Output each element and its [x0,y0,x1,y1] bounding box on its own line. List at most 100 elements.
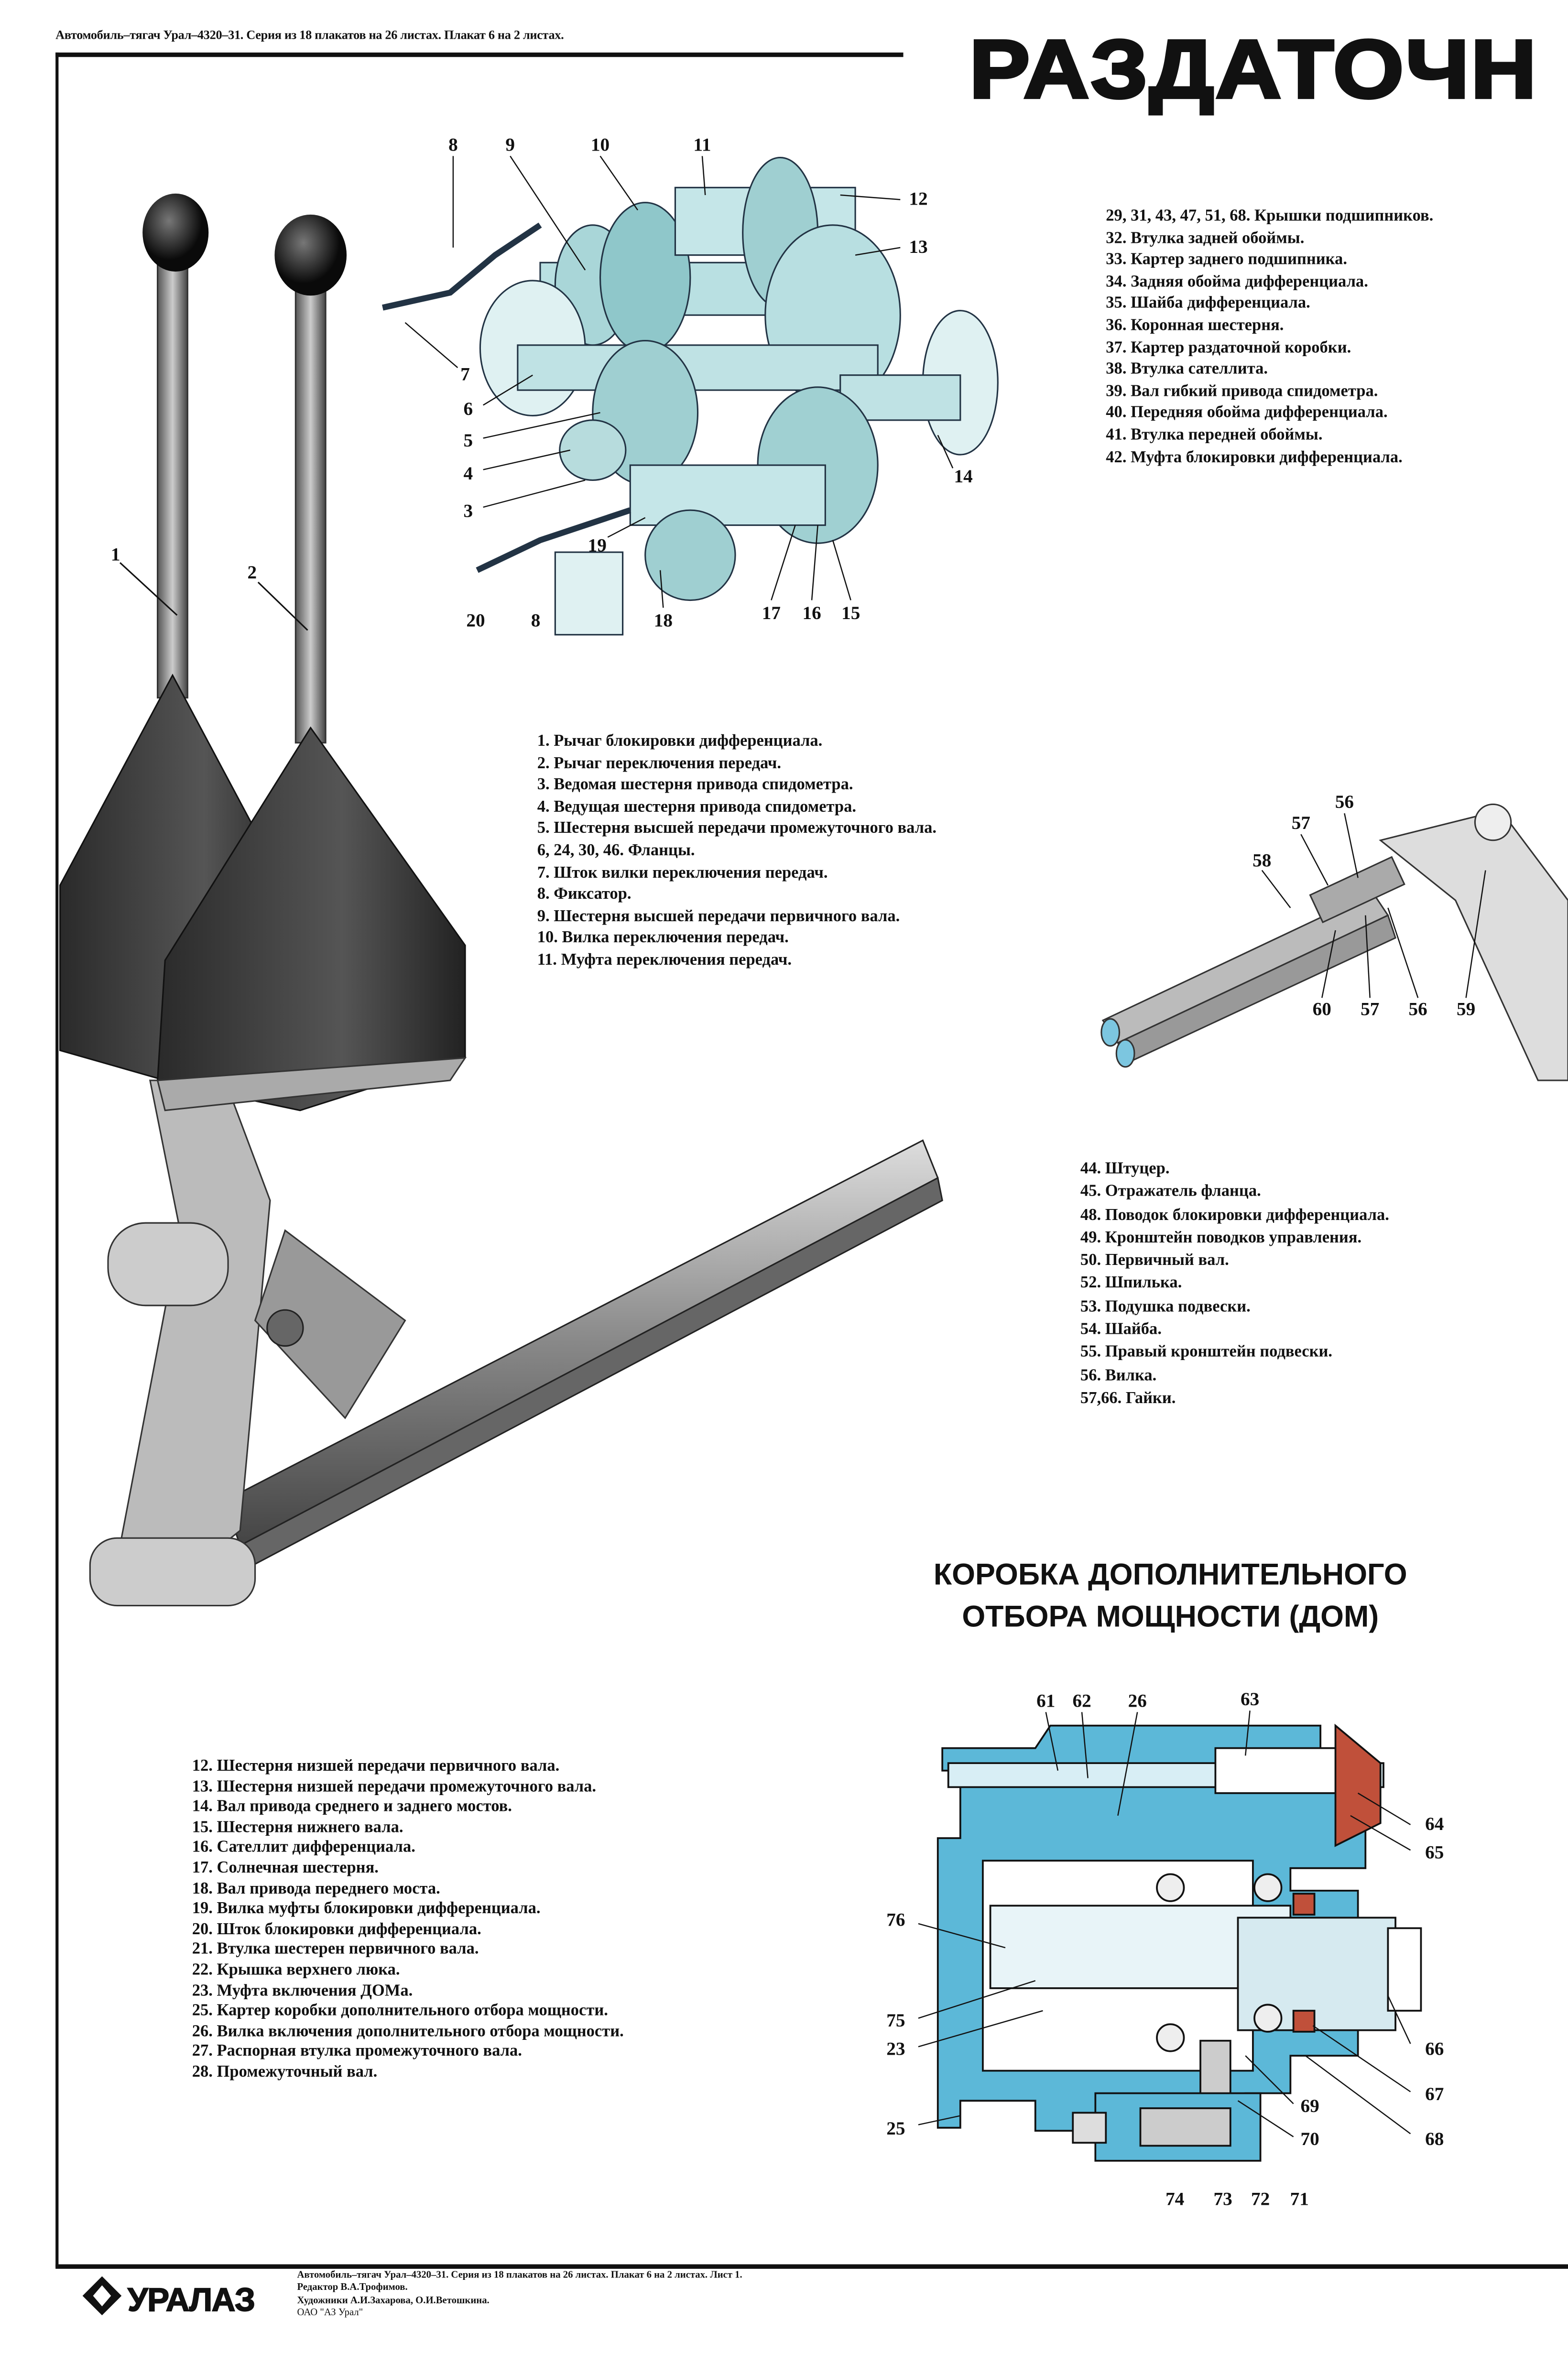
legend-item: 35. Шайба дифференциала. [1106,294,1310,313]
callout-dom: 25 [886,2118,905,2139]
legend-item: 33. Картер заднего подшипника. [1106,251,1347,269]
logo-text: УРАЛАЗ [128,2281,255,2318]
callout-levers: 1 [110,544,120,565]
callout-gearbox: 9 [505,134,515,155]
pto-section-title: КОРОБКА ДОПОЛНИТЕЛЬНОГО ОТБОРА МОЩНОСТИ … [840,1555,1501,1639]
legend-item: 41. Втулка передней обоймы. [1106,426,1323,444]
legend-item: 21. Втулка шестерен первичного вала. [192,1940,479,1959]
bottom-border [55,2264,1568,2268]
legend-item: 39. Вал гибкий привода спидометра. [1106,382,1378,401]
legend-item: 17. Солнечная шестерня. [192,1859,379,1877]
callout-gearbox: 10 [590,134,610,155]
callout-dom: 71 [1290,2188,1309,2210]
legend-item: 36. Коронная шестерня. [1106,316,1284,335]
legend-item: 12. Шестерня низшей передачи первичного … [192,1757,560,1776]
legend-item: 26. Вилка включения дополнительного отбо… [192,2022,624,2040]
legend-item: 57,66. Гайки. [1080,1389,1176,1408]
callout-rods: 57 [1361,998,1380,1020]
callout-rods: 56 [1335,791,1354,813]
lever-2 [156,214,467,1111]
callout-levers: 2 [247,562,257,583]
callout-dom: 63 [1241,1688,1260,1710]
legend-item: 37. Картер раздаточной коробки. [1106,338,1351,357]
callout-rods: 59 [1456,998,1476,1020]
legend-item: 42. Муфта блокировки дифференциала. [1106,448,1403,466]
legend-item: 6, 24, 30, 46. Фланцы. [537,841,695,860]
footer-line: Художники А.И.Захарова, О.И.Ветошкина. [297,2295,490,2306]
legend-item: 2. Рычаг переключения передач. [537,754,782,773]
callout-dom: 76 [886,1909,905,1931]
legend-item: 4. Ведущая шестерня привода спидометра. [537,798,857,816]
callout-dom: 26 [1128,1690,1147,1711]
callout-dom: 75 [886,2010,905,2031]
callout-gearbox: 18 [653,610,673,631]
legend-item: 14. Вал привода среднего и заднего мосто… [192,1797,512,1816]
legend-item: 29, 31, 43, 47, 51, 68. Крышки подшипник… [1106,207,1434,225]
legend-item: 5. Шестерня высшей передачи промежуточно… [537,819,937,838]
legend-item: 56. Вилка. [1080,1366,1157,1385]
legend-item: 50. Первичный вал. [1080,1252,1229,1270]
callout-gearbox: 8 [448,134,458,155]
uralaz-logo: УРАЛАЗ [82,2276,256,2319]
callout-gearbox: 8 [531,610,541,631]
callout-dom: 23 [886,2038,905,2060]
legend-item: 44. Штуцер. [1080,1160,1170,1178]
left-border [55,52,58,2267]
callout-gearbox: 20 [466,610,485,631]
callout-gearbox: 4 [463,463,473,484]
legend-item: 34. Задняя обойма дифференциала. [1106,272,1368,291]
legend-item: 16. Сателлит дифференциала. [192,1839,415,1857]
series-header: Автомобиль–тягач Урал–4320–31. Серия из … [55,28,564,42]
callout-dom: 65 [1425,1841,1444,1863]
legend-item: 11. Муфта переключения передач. [537,951,792,970]
legend-item: 23. Муфта включения ДОМа. [192,1981,413,2000]
callout-rods: 58 [1252,850,1272,871]
legend-top-right: 29, 31, 43, 47, 51, 68. Крышки подшипник… [1106,206,1433,468]
callout-dom: 72 [1251,2188,1270,2210]
callout-gearbox: 3 [463,500,473,522]
callout-dom: 74 [1165,2188,1185,2210]
callout-dom: 67 [1425,2083,1444,2105]
callout-gearbox: 17 [762,602,781,624]
legend-item: 49. Кронштейн поводков управления. [1080,1229,1362,1247]
footer-line: Автомобиль–тягач Урал–4320–31. Серия из … [297,2270,742,2281]
legend-item: 7. Шток вилки переключения передач. [537,863,828,882]
legend-item: 9. Шестерня высшей передачи первичного в… [537,907,900,926]
legend-item: 45. Отражатель фланца. [1080,1183,1261,1201]
legend-item: 28. Промежуточный вал. [192,2063,378,2081]
callout-dom: 64 [1425,1813,1444,1835]
legend-item: 32. Втулка задней обоймы. [1106,229,1305,247]
legend-bottom-left: 12. Шестерня низшей передачи первичного … [192,1757,624,2084]
legend-item: 8. Фиксатор. [537,885,632,904]
callout-gearbox: 12 [909,188,928,209]
callout-dom: 70 [1300,2128,1319,2150]
footer-credits: Автомобиль–тягач Урал–4320–31. Серия из … [297,2270,742,2321]
callout-gearbox: 13 [909,236,928,258]
callout-rods: 57 [1291,812,1310,834]
legend-item: 15. Шестерня нижнего вала. [192,1818,403,1837]
legend-item: 1. Рычаг блокировки дифференциала. [537,732,823,751]
legend-item: 22. Крышка верхнего люка. [192,1961,400,1979]
callout-gearbox: 11 [693,134,711,155]
legend-middle: 1. Рычаг блокировки дифференциала. 2. Рыч… [537,731,936,972]
pto-title-line-1: КОРОБКА ДОПОЛНИТЕЛЬНОГО [933,1559,1407,1592]
callout-dom: 68 [1425,2128,1444,2150]
callout-rods: 56 [1408,998,1427,1020]
legend-item: 25. Картер коробки дополнительного отбор… [192,2002,608,2020]
callout-gearbox: 16 [802,602,821,624]
callout-gearbox: 7 [460,364,470,385]
legend-item: 40. Передняя обойма дифференциала. [1106,404,1388,423]
legend-item: 54. Шайба. [1080,1320,1162,1339]
callout-gearbox: 19 [588,534,607,556]
top-border [55,52,904,56]
callout-dom: 73 [1213,2188,1232,2210]
legend-item: 38. Втулка сателлита. [1106,360,1268,379]
legend-item: 10. Вилка переключения передач. [537,929,789,948]
legend-item: 18. Вал привода переднего моста. [192,1879,440,1898]
legend-item: 48. Поводок блокировки дифференциала. [1080,1206,1389,1224]
callout-dom: 62 [1072,1690,1091,1711]
